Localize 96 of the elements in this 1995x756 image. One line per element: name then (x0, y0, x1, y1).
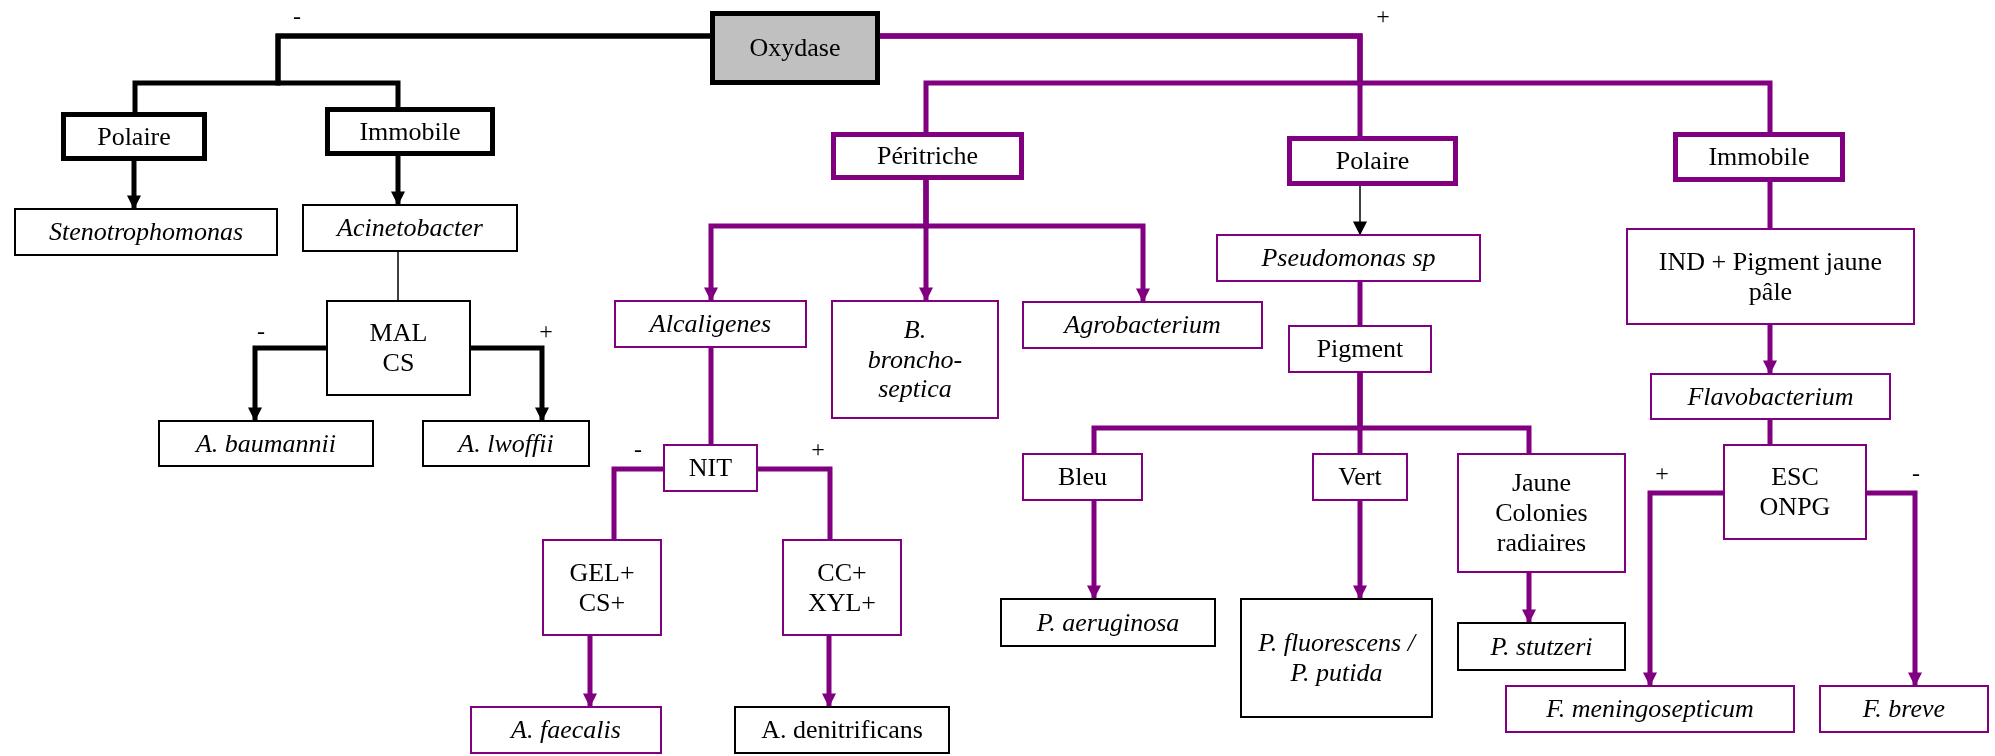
node-text: A. denitrificans (761, 715, 923, 745)
criterion-box (1673, 132, 1845, 182)
node-text: MAL CS (368, 318, 429, 378)
sign-label: + (539, 319, 553, 343)
sign-label: + (1376, 4, 1390, 28)
arrow (127, 161, 141, 210)
taxon-name: A. faecalis (511, 715, 621, 745)
node-text: Polaire (97, 121, 171, 152)
result-box (302, 204, 518, 252)
result-box (422, 420, 590, 467)
arrow (1353, 501, 1367, 600)
taxon-name: Alcaligenes (649, 309, 772, 339)
result-box (1022, 453, 1143, 501)
node-text: CC+ XYL+ (806, 557, 878, 618)
taxon-name: Acinetobacter (337, 213, 483, 243)
node-text: Jaune Colonies radiaires (1494, 468, 1589, 558)
result-box (614, 300, 807, 348)
arrow (1763, 325, 1777, 375)
criterion-box (61, 112, 207, 161)
connector-line (611, 466, 663, 539)
arrow (923, 180, 1150, 303)
connector-line (1357, 373, 1532, 453)
sign-label: + (1655, 461, 1669, 485)
taxon-name: A. lwoffii (458, 428, 554, 459)
result-box (663, 444, 758, 492)
node-text: Péritriche (876, 141, 979, 171)
node-text: Bleu (1057, 462, 1108, 492)
node-text: Pigment (1316, 334, 1404, 364)
taxon-name: A. baumannii (195, 428, 337, 459)
result-box (1650, 373, 1891, 420)
taxon-name: F. breve (1862, 694, 1946, 724)
result-box (14, 208, 278, 256)
arrow (248, 345, 326, 422)
result-box (1505, 685, 1795, 733)
connector-line (758, 466, 833, 539)
node-text: Polaire (1335, 146, 1410, 176)
result-box (1240, 598, 1433, 718)
sign-label: - (257, 319, 265, 343)
result-box (326, 300, 471, 396)
connector-line (880, 33, 1773, 132)
arrow (1867, 490, 1922, 687)
sign-label: + (811, 437, 825, 461)
node-text: Immobile (359, 116, 461, 147)
arrow (1643, 490, 1723, 687)
sign-label: - (634, 437, 642, 461)
connector-line (275, 33, 710, 107)
result-box (831, 300, 999, 419)
criterion-box (1287, 136, 1458, 186)
taxon-name: P. aeruginosa (1036, 607, 1180, 638)
result-box (1457, 622, 1626, 671)
node-text: IND + Pigment jaune pâle (1657, 246, 1884, 307)
node-text: NIT (688, 453, 733, 483)
result-box (1000, 598, 1216, 647)
result-box (1022, 301, 1263, 349)
node-text: Oxydase (749, 33, 841, 63)
node-text: Vert (1338, 462, 1382, 492)
result-box (1723, 444, 1867, 540)
result-box (734, 706, 950, 754)
taxon-name: B. broncho-septica (866, 314, 964, 405)
taxon-name: Agrobacterium (1064, 310, 1221, 340)
node-text: Immobile (1708, 142, 1810, 172)
criterion-box (710, 11, 880, 85)
arrow (1353, 185, 1367, 236)
connector-line (1357, 282, 1363, 325)
result-box (1216, 234, 1481, 282)
result-box (542, 539, 662, 636)
result-box (1312, 453, 1408, 501)
taxon-name: F. meningosepticum (1546, 694, 1754, 724)
sign-label: - (1912, 461, 1920, 485)
result-box (470, 706, 662, 754)
connector-line (1767, 420, 1773, 444)
taxon-name: Stenotrophomonas (48, 217, 243, 247)
result-box (1288, 325, 1432, 373)
criterion-box (831, 132, 1024, 180)
arrow (1087, 501, 1101, 600)
node-text: GEL+ CS+ (568, 557, 636, 618)
taxon-name: P. fluorescens / P. putida (1257, 628, 1418, 688)
arrow (583, 636, 597, 708)
arrow (471, 345, 549, 422)
node-text: ESC ONPG (1758, 462, 1832, 522)
connector-line (708, 348, 714, 444)
sign-label: - (293, 4, 301, 28)
arrow (822, 636, 836, 708)
arrow (391, 156, 405, 206)
result-box (1626, 228, 1915, 325)
taxon-name: Flavobacterium (1687, 381, 1854, 412)
taxon-name: P. stutzeri (1490, 631, 1593, 662)
arrow (1522, 573, 1536, 624)
connector-line (397, 251, 399, 301)
result-box (158, 420, 374, 467)
result-box (1457, 453, 1626, 573)
result-box (1819, 685, 1989, 733)
taxon-name: Pseudomonas sp (1261, 243, 1436, 273)
criterion-box (325, 107, 495, 156)
result-box (782, 539, 902, 636)
connector-line (1767, 182, 1773, 228)
